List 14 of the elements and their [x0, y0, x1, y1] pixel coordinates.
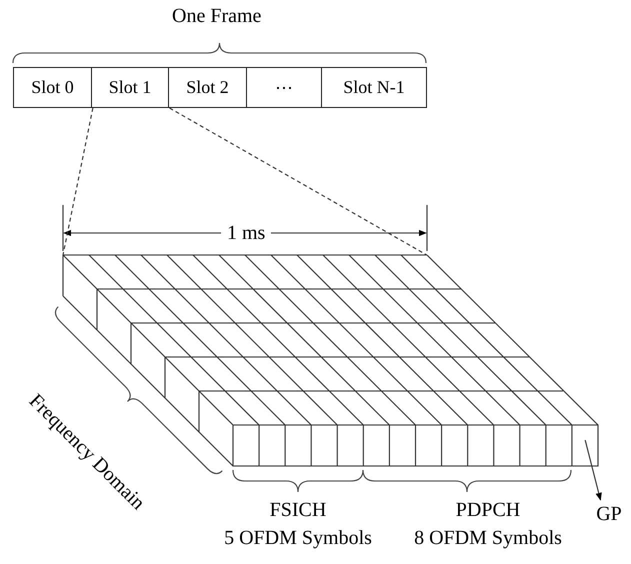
channel-name: PDPCH: [456, 498, 520, 523]
zoom-line: [62, 108, 94, 256]
symbol-count: 8 OFDM Symbols: [414, 526, 562, 551]
channel-name: FSICH: [270, 498, 326, 523]
zoom-line: [169, 108, 428, 256]
slot-cell: Slot 0: [13, 67, 92, 108]
slot-cell: Slot N-1: [321, 67, 427, 108]
symbol-count: 5 OFDM Symbols: [224, 526, 372, 551]
arrow: [584, 440, 602, 501]
slot-cell: ⋯: [246, 67, 322, 108]
slot-cell: Slot 2: [168, 67, 247, 108]
slot-cell: Slot 1: [90, 67, 170, 108]
frame-title: One Frame: [172, 4, 262, 28]
channel-name: GP: [596, 502, 622, 527]
